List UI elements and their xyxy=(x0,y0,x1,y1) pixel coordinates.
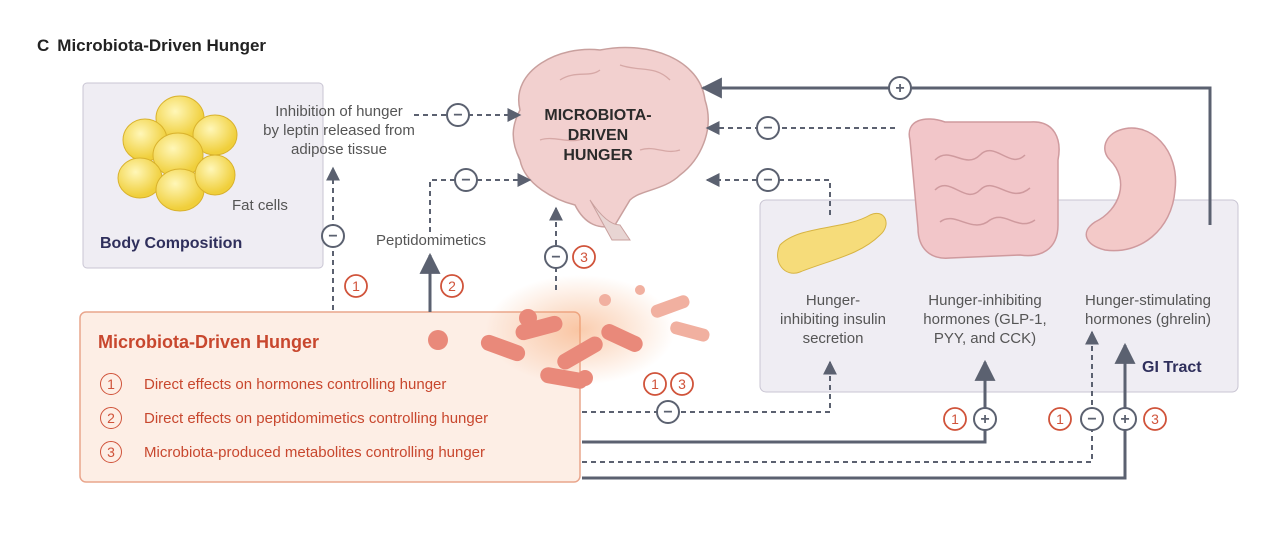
figure-title: C Microbiota-Driven Hunger xyxy=(37,36,266,56)
minus-marker-insulin xyxy=(756,168,780,192)
insulin-label-line: secretion xyxy=(802,330,864,347)
inhibiting-hormones-label: Hunger-inhibiting hormones (GLP-1, PYY, … xyxy=(905,291,1065,348)
figure-title-text: Microbiota-Driven Hunger xyxy=(57,36,267,55)
inhibiting-label-line: Hunger-inhibiting xyxy=(928,292,1042,309)
stimulating-hormones-label: Hunger-stimulating hormones (ghrelin) xyxy=(1068,291,1228,329)
leptin-note-line: Inhibition of hunger xyxy=(275,103,403,120)
minus-glyph: − xyxy=(453,107,462,124)
stimulating-label-line: Hunger-stimulating xyxy=(1085,292,1211,309)
legend-title: Microbiota-Driven Hunger xyxy=(98,332,320,352)
leptin-note-line: by leptin released from xyxy=(263,122,415,139)
number-markers xyxy=(344,245,1167,431)
brain-label-line: HUNGER xyxy=(563,147,633,164)
insulin-label-line: inhibiting insulin xyxy=(780,311,886,328)
legend-item: 3 Microbiota-produced metabolites contro… xyxy=(100,440,485,464)
plus-glyph: + xyxy=(1120,411,1129,428)
minus-marker-ghrelin-bottom xyxy=(1080,407,1104,431)
fat-cells-illustration xyxy=(117,95,238,212)
arrow-to-ghrelin-minus xyxy=(582,330,1099,463)
num-one-glyph: 1 xyxy=(651,376,659,392)
legend-text: Direct effects on peptidomimetics contro… xyxy=(144,409,489,427)
arrows xyxy=(326,77,1212,480)
leptin-note: Inhibition of hunger by leptin released … xyxy=(244,102,434,159)
plus-marker-ghrelin-brain xyxy=(888,76,912,100)
legend-text: Microbiota-produced metabolites controll… xyxy=(144,443,486,461)
legend-item: 1 Direct effects on hormones controlling… xyxy=(100,372,446,396)
arrow-ghrelin-to-brain xyxy=(700,77,1212,225)
inhibiting-label-line: PYY, and CCK) xyxy=(933,330,1037,347)
minus-glyph: − xyxy=(551,249,560,266)
stimulating-label-line: hormones (ghrelin) xyxy=(1085,311,1211,328)
minus-glyph: − xyxy=(763,172,772,189)
num-one-glyph: 1 xyxy=(352,278,360,294)
arrow-to-inhibiting-hormones xyxy=(582,359,996,444)
num-two-glyph: 2 xyxy=(448,278,456,294)
brain-label-line: DRIVEN xyxy=(567,127,629,144)
arrow-to-ghrelin-plus xyxy=(582,342,1136,480)
plus-marker-ghrelin-bottom xyxy=(1113,407,1137,431)
minus-marker-gi-hormones xyxy=(756,116,780,140)
num-three-glyph: 3 xyxy=(580,249,588,265)
minus-glyph: − xyxy=(328,228,337,245)
minus-marker-metabolites xyxy=(544,245,568,269)
gi-tract-title: GI Tract xyxy=(1142,359,1202,376)
legend-item: 2 Direct effects on peptidomimetics cont… xyxy=(100,406,488,430)
minus-glyph: − xyxy=(763,120,772,137)
num-marker-peptidomimetics xyxy=(440,274,464,298)
minus-glyph: − xyxy=(1087,411,1096,428)
arrow-insulin-to-brain xyxy=(705,173,831,215)
legend-text: Direct effects on hormones controlling h… xyxy=(144,375,447,393)
legend-number: 3 xyxy=(100,441,122,463)
num-marker-ghrelin-one xyxy=(1048,407,1072,431)
minus-glyph: − xyxy=(461,172,470,189)
microbiota-illustration xyxy=(428,275,710,389)
brain-label-line: MICROBIOTA- xyxy=(544,107,652,124)
stomach-illustration xyxy=(1085,127,1177,252)
peptidomimetics-label: Peptidomimetics xyxy=(376,232,487,249)
plus-glyph: + xyxy=(980,411,989,428)
num-marker-three-insulin xyxy=(670,372,694,396)
insulin-label-line: Hunger- xyxy=(805,292,861,309)
body-composition-title: Body Composition xyxy=(100,235,243,252)
num-marker-fat xyxy=(344,274,368,298)
num-marker-metabolites xyxy=(572,245,596,269)
num-marker-one-insulin xyxy=(643,372,667,396)
brain-label: MICROBIOTA- DRIVEN HUNGER xyxy=(533,106,663,166)
num-three-glyph: 3 xyxy=(678,376,686,392)
minus-marker-insulin-bottom xyxy=(656,400,680,424)
minus-marker-fat xyxy=(321,224,345,248)
num-one-glyph: 1 xyxy=(1056,411,1064,427)
minus-marker-peptidomimetics xyxy=(454,168,478,192)
num-one-glyph: 1 xyxy=(951,411,959,427)
plus-marker-inhibiting-bottom xyxy=(973,407,997,431)
legend-number: 1 xyxy=(100,373,122,395)
inhibiting-label-line: hormones (GLP-1, xyxy=(923,311,1047,328)
pancreas-illustration xyxy=(777,212,887,274)
insulin-label: Hunger- inhibiting insulin secretion xyxy=(768,291,898,348)
num-marker-ghrelin-three xyxy=(1143,407,1167,431)
legend-number: 2 xyxy=(100,407,122,429)
minus-glyph: − xyxy=(663,404,672,421)
fat-cells-label: Fat cells xyxy=(232,197,288,214)
plus-glyph: + xyxy=(895,80,904,97)
leptin-note-line: adipose tissue xyxy=(291,141,387,158)
intestine-illustration xyxy=(908,118,1060,259)
arrow-peptidomimetics-to-brain xyxy=(429,173,532,232)
num-marker-inhibiting xyxy=(943,407,967,431)
panel-letter: C xyxy=(37,36,50,55)
num-three-glyph: 3 xyxy=(1151,411,1159,427)
sign-markers xyxy=(321,76,1137,431)
legend-box xyxy=(79,311,581,483)
minus-marker-leptin xyxy=(446,103,470,127)
